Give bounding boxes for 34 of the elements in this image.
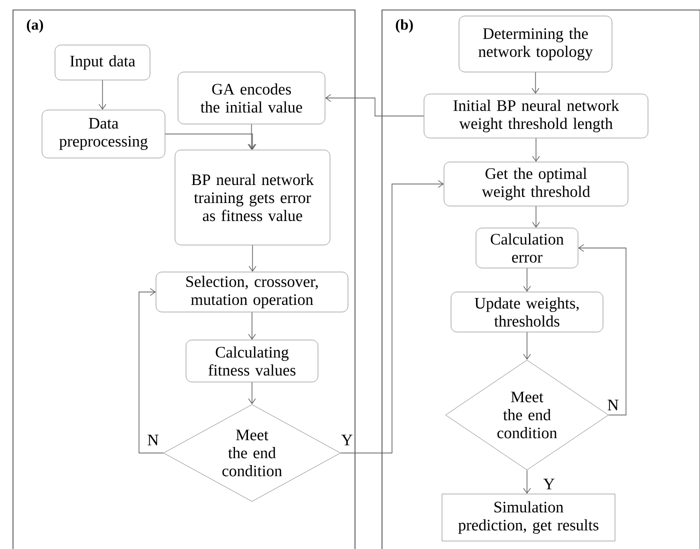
panel-heading: (a) <box>26 19 44 33</box>
process-box: Update weights, thresholds <box>450 292 604 332</box>
edge-label: N <box>606 398 620 412</box>
arrow <box>523 332 531 360</box>
process-box: Calculation error <box>476 228 578 268</box>
process-box: Determining the network topology <box>458 16 612 72</box>
arrow <box>248 124 256 150</box>
arrow <box>248 382 256 404</box>
arrow <box>248 244 256 272</box>
arrow <box>164 134 256 150</box>
process-box: Selection, crossover, mutation operation <box>156 272 348 312</box>
process-box: Calculating fitness values <box>186 340 318 382</box>
process-box: GA encodes the initial value <box>178 72 326 124</box>
arrow <box>578 244 626 416</box>
arrow <box>98 80 106 110</box>
edge-label: N <box>146 434 160 446</box>
arrow <box>248 312 256 340</box>
process-box: BP neural network training gets error as fitness value <box>174 150 330 246</box>
process-box: Data preprocessing <box>42 110 166 158</box>
process-box: Simulation prediction, get results <box>442 494 616 542</box>
arrow <box>523 268 531 292</box>
process-box: Get the optimal weight threshold <box>444 162 628 206</box>
panel-heading: (b) <box>396 19 413 33</box>
arrow <box>523 470 531 494</box>
edge-label: Y <box>340 434 354 446</box>
arrow <box>532 138 540 162</box>
arrow <box>532 206 540 228</box>
arrow <box>138 288 164 454</box>
process-box: Input data <box>54 44 150 80</box>
arrow <box>532 72 540 94</box>
arrow <box>325 94 424 116</box>
arrow <box>340 180 444 454</box>
edge-label: Y <box>542 478 556 490</box>
process-box: Initial BP neural network weight threshold length <box>424 94 648 138</box>
